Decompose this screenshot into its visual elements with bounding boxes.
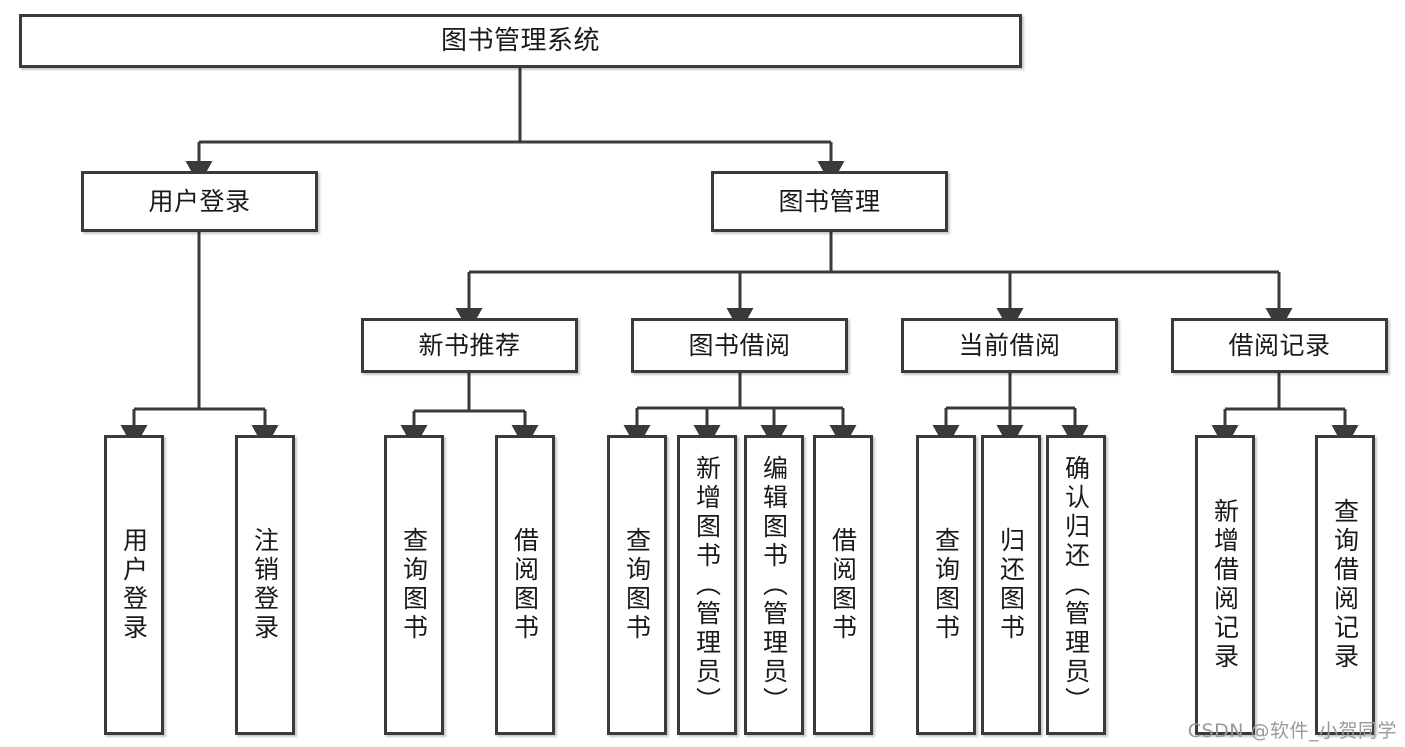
node-label: 查询图书 (399, 527, 429, 643)
leaf-record-add-record[interactable]: 新增借阅记录 (1195, 435, 1255, 735)
node-label: 新增图书（管理员） (692, 454, 722, 716)
node-label: 借阅图书 (510, 527, 540, 643)
watermark: CSDN @软件_小贺同学 (1187, 720, 1397, 742)
node-label: 查询借阅记录 (1330, 498, 1360, 672)
leaf-user-login[interactable]: 用户登录 (104, 435, 164, 735)
leaf-recommend-query-book[interactable]: 查询图书 (384, 435, 444, 735)
node-current-borrow[interactable]: 当前借阅 (901, 318, 1118, 373)
leaf-recommend-borrow-book[interactable]: 借阅图书 (495, 435, 555, 735)
node-label: 编辑图书（管理员） (759, 454, 789, 716)
leaf-user-logout[interactable]: 注销登录 (235, 435, 295, 735)
node-label: 确认归还（管理员） (1061, 454, 1091, 716)
node-label: 图书借阅 (688, 330, 791, 360)
node-label: 查询图书 (931, 527, 961, 643)
node-label: 用户登录 (119, 527, 149, 643)
leaf-borrow-add-book-admin[interactable]: 新增图书（管理员） (677, 435, 737, 735)
leaf-borrow-borrow-book[interactable]: 借阅图书 (813, 435, 873, 735)
node-book-borrow[interactable]: 图书借阅 (631, 318, 848, 373)
node-label: 图书管理系统 (440, 25, 600, 56)
node-book-management[interactable]: 图书管理 (711, 171, 948, 232)
node-label: 图书管理 (778, 186, 881, 216)
node-label: 注销登录 (250, 527, 280, 643)
node-borrow-record[interactable]: 借阅记录 (1171, 318, 1388, 373)
node-root-system[interactable]: 图书管理系统 (19, 14, 1022, 68)
node-new-book-recommend[interactable]: 新书推荐 (361, 318, 578, 373)
leaf-current-return-book[interactable]: 归还图书 (981, 435, 1041, 735)
node-label: 当前借阅 (958, 330, 1061, 360)
leaf-borrow-query-book[interactable]: 查询图书 (607, 435, 667, 735)
node-label: 新书推荐 (418, 330, 521, 360)
leaf-current-query-book[interactable]: 查询图书 (916, 435, 976, 735)
node-label: 归还图书 (996, 527, 1026, 643)
leaf-borrow-edit-book-admin[interactable]: 编辑图书（管理员） (744, 435, 804, 735)
node-label: 借阅图书 (828, 527, 858, 643)
node-label: 新增借阅记录 (1210, 498, 1240, 672)
leaf-record-query-record[interactable]: 查询借阅记录 (1315, 435, 1375, 735)
node-user-login[interactable]: 用户登录 (81, 171, 318, 232)
node-label: 借阅记录 (1228, 330, 1331, 360)
node-label: 用户登录 (148, 186, 251, 216)
leaf-current-confirm-return-admin[interactable]: 确认归还（管理员） (1046, 435, 1106, 735)
node-label: 查询图书 (622, 527, 652, 643)
